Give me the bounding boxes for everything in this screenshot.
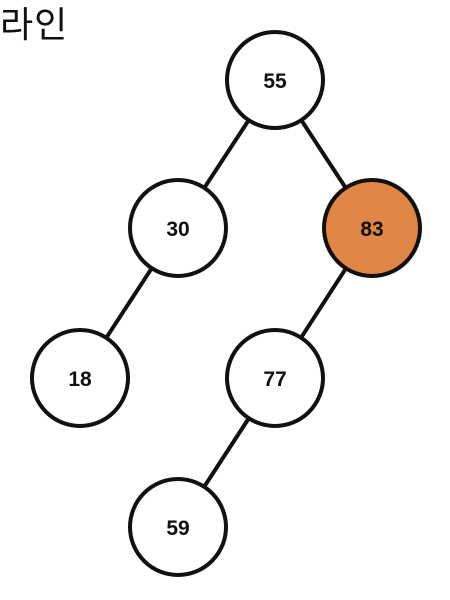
nodes-layer: 55 30 83 18 77 59: [30, 30, 422, 577]
title-fragment: 라인: [0, 5, 69, 46]
node-label: 59: [166, 517, 189, 540]
edge-77-59: [202, 417, 251, 488]
highlighted-node-circle: [322, 178, 422, 278]
tree-node-83: 83: [322, 178, 422, 278]
edge-30-18: [104, 267, 154, 339]
node-circle: [128, 477, 228, 577]
node-label: 77: [263, 368, 286, 391]
tree-node-18: 18: [30, 328, 130, 428]
node-circle: [225, 328, 325, 428]
node-label: 55: [263, 70, 287, 93]
edge-55-30: [202, 119, 251, 189]
tree-node-30: 30: [128, 178, 228, 278]
tree-node-55: 55: [225, 30, 325, 130]
node-label: 18: [68, 368, 92, 391]
node-label: 83: [360, 218, 383, 241]
tree-node-59: 59: [128, 477, 228, 577]
node-circle: [225, 30, 325, 130]
node-circle: [128, 178, 228, 278]
node-label: 30: [166, 218, 189, 241]
edges-layer: [104, 119, 348, 488]
node-circle: [30, 328, 130, 428]
edge-55-83: [299, 119, 348, 189]
edge-83-77: [299, 267, 348, 339]
tree-node-77: 77: [225, 328, 325, 428]
